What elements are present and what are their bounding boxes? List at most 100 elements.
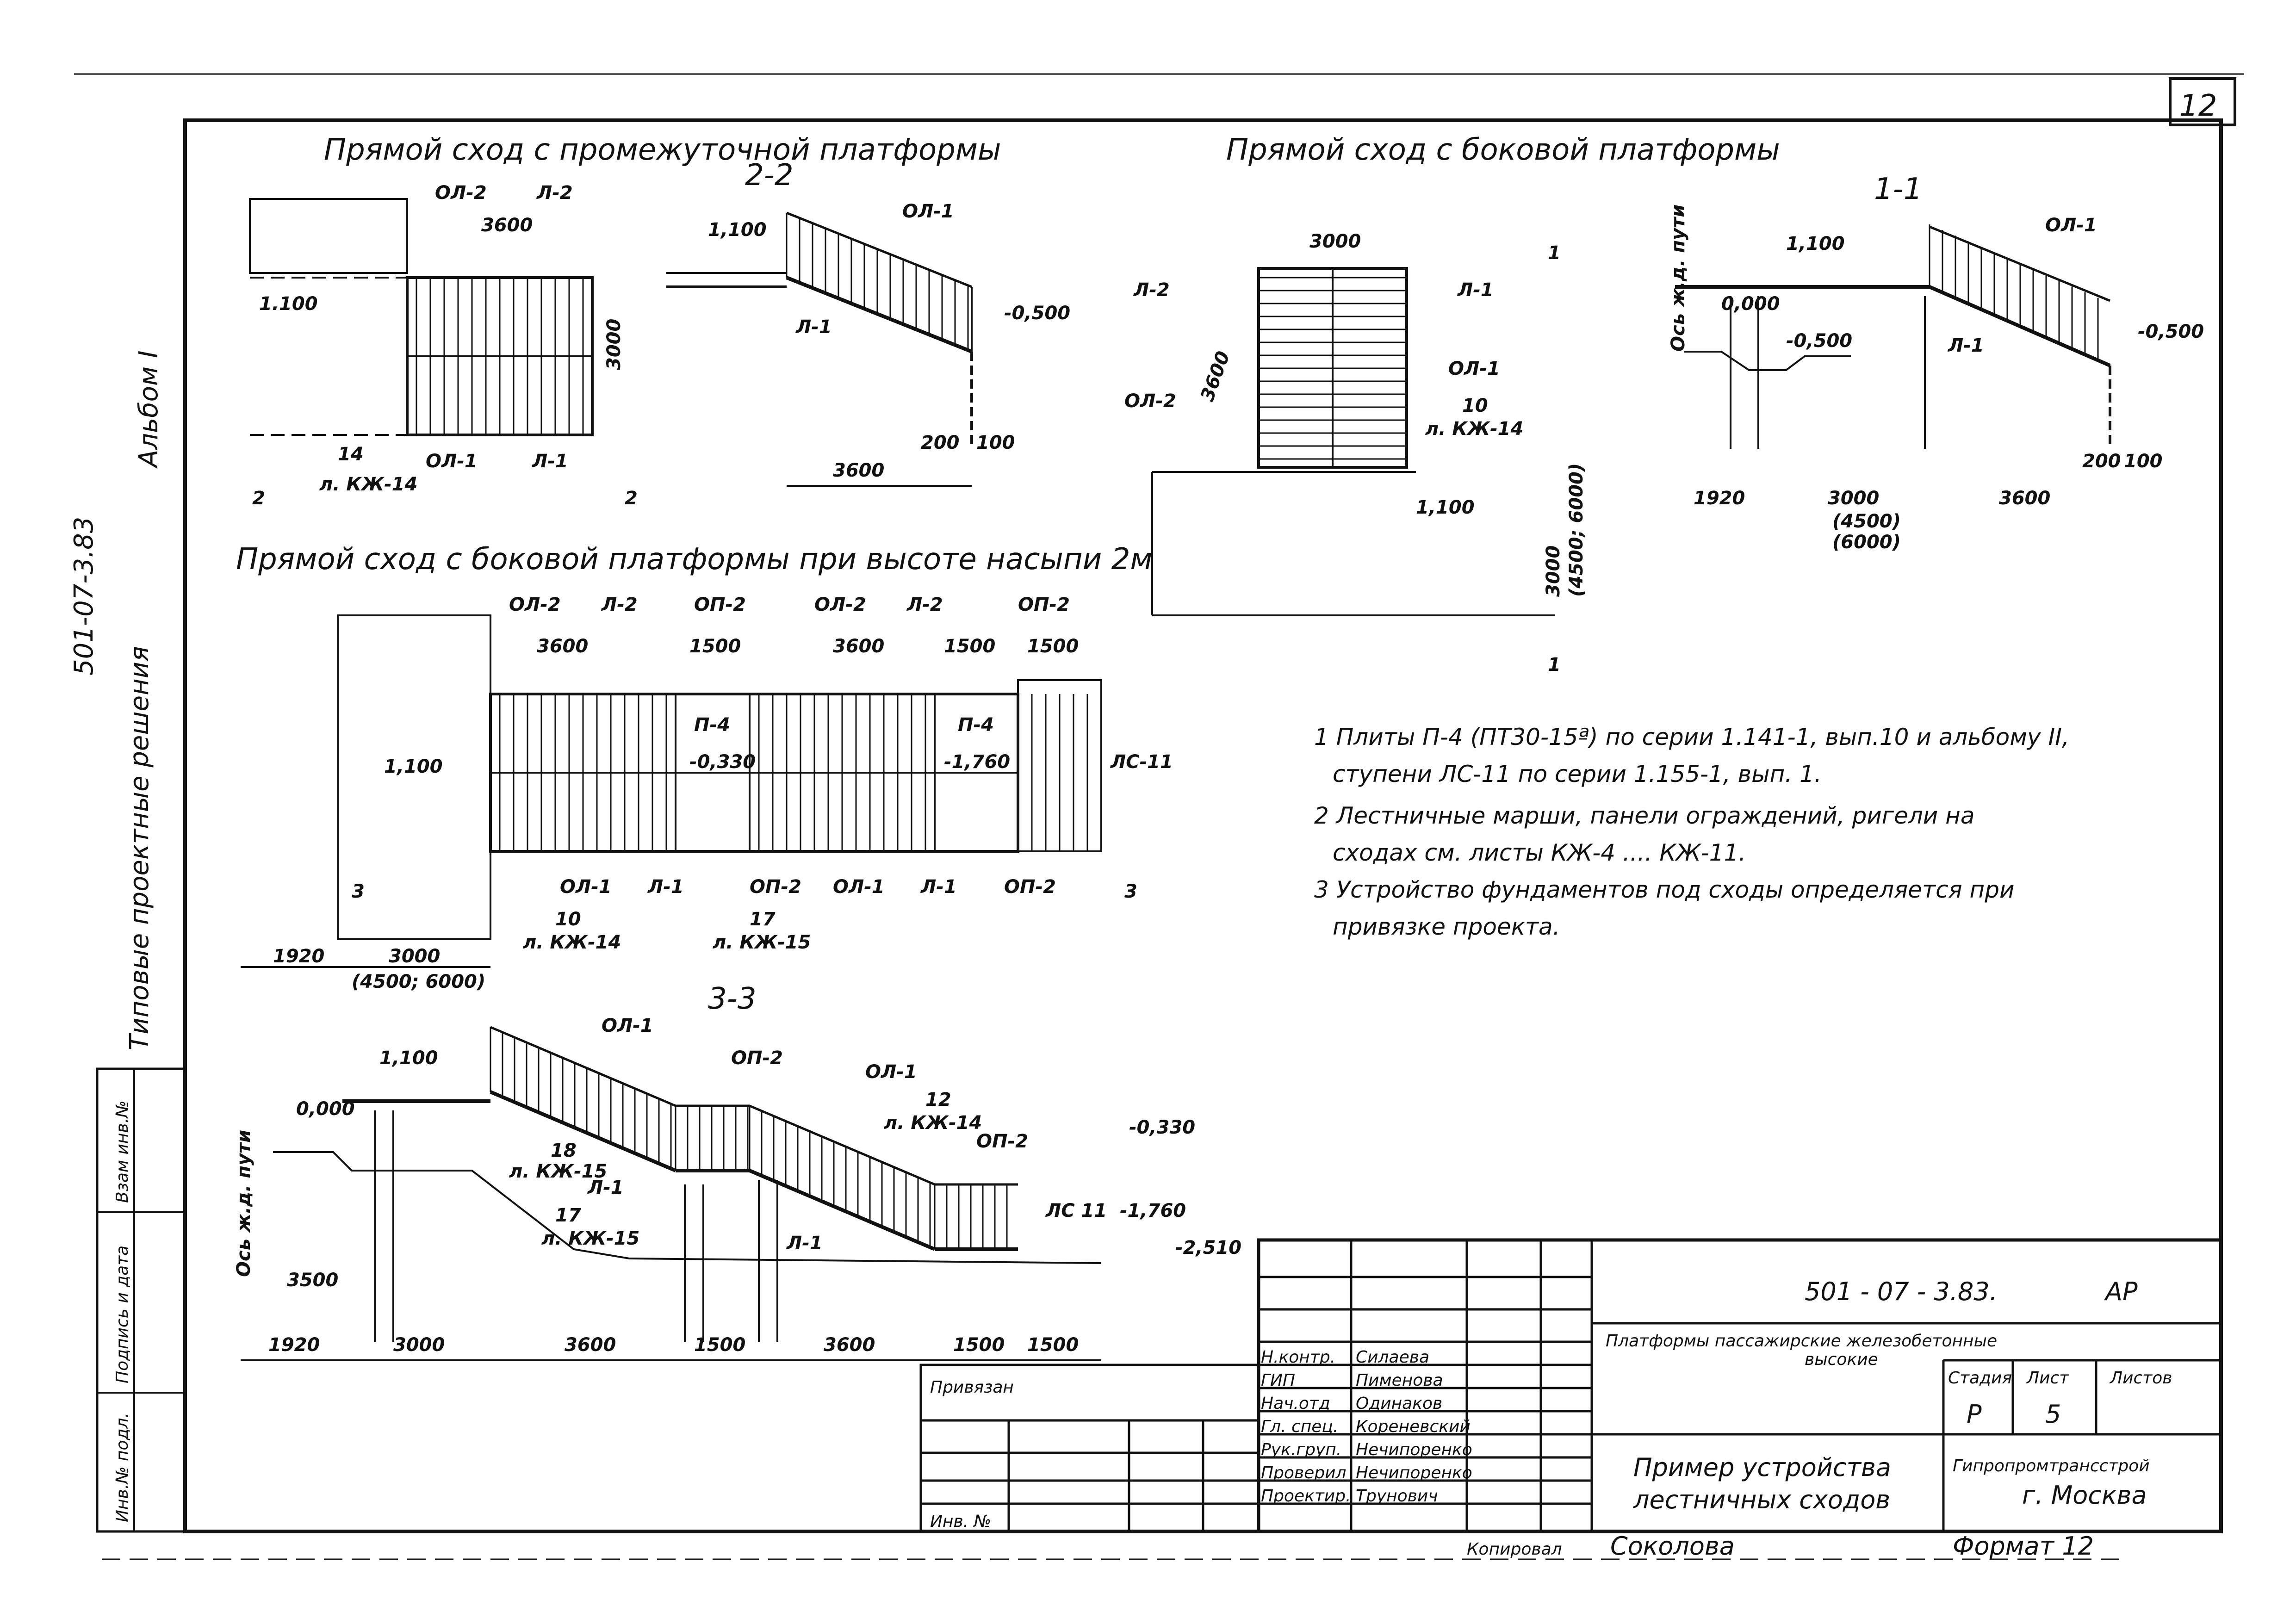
vb-l26: 3600: [1999, 488, 2050, 509]
tb-mark: АР: [2104, 1277, 2138, 1306]
stamp-cell-2: Подпись и дата: [113, 1246, 132, 1383]
vb-l12: 1: [1548, 654, 1561, 676]
vb-l0: 3000: [1309, 231, 1361, 252]
vd-l10: л. КЖ-15: [509, 1161, 607, 1182]
vc-l17: 3: [352, 881, 365, 902]
view-a-section: [666, 211, 973, 487]
vb-l18: ОЛ-1: [2045, 215, 2097, 236]
vd-l18: 3500: [287, 1270, 338, 1291]
vb-l1: Л-2: [1133, 279, 1170, 301]
tb-sheet-header: Лист: [2026, 1369, 2069, 1388]
vb-l22: 1920: [1694, 488, 1745, 509]
side-album: Альбом I: [134, 351, 164, 469]
vd-l13: л. КЖ-15: [541, 1228, 639, 1249]
view-a-section-label: 2-2: [745, 158, 794, 192]
vc-l12: П-4: [958, 714, 994, 736]
tb-sheet: 5: [2045, 1400, 2061, 1429]
va-l2: 3600: [481, 215, 533, 236]
vb-l19: -0,500: [2138, 321, 2204, 342]
sheet-number: 12: [2179, 89, 2217, 123]
tb-name-3: Кореневский: [1356, 1417, 1471, 1436]
view-c-stair-rungs: [499, 694, 1088, 851]
vd-l2: ОП-2: [731, 1048, 783, 1069]
vc-l8: 3600: [833, 636, 884, 657]
vb-l20: 200: [2082, 451, 2121, 472]
vd-l12: 17: [555, 1205, 581, 1226]
vd-l19: Ось ж.д. пути: [233, 1130, 254, 1277]
vc-l16: ЛС-11: [1110, 751, 1173, 773]
vb-l17: Л-1: [1948, 335, 1984, 356]
vb-l7: 10: [1462, 395, 1488, 416]
vc-l6: 3600: [537, 636, 588, 657]
tb-name-1: Пименова: [1356, 1371, 1443, 1390]
stamp-cell-1: Взам инв.№: [113, 1100, 132, 1203]
notes-block: 1 Плиты П-4 (ПТ30-15ª) по серии 1.141-1,…: [1314, 724, 2069, 940]
vd-l11: Л-1: [587, 1177, 624, 1198]
vd-l22: 3600: [565, 1334, 616, 1356]
vb-l25: (6000): [1832, 532, 1901, 553]
vd-l23: 1500: [694, 1334, 745, 1356]
vd-l1: ОЛ-1: [602, 1015, 653, 1036]
va-l12: ОЛ-1: [902, 201, 954, 222]
tb-privyazan: Привязан: [930, 1378, 1014, 1397]
vb-l16: -0,500: [1786, 330, 1852, 352]
vc-l15: -1,760: [944, 751, 1010, 773]
note-line-4: сходах см. листы КЖ-4 .... КЖ-11.: [1333, 839, 1746, 866]
vb-l5: ОЛ-2: [1124, 391, 1176, 412]
view-b-railing: [1929, 224, 2099, 360]
vb-l2: Л-1: [1457, 279, 1494, 301]
note-line-6: привязке проекта.: [1333, 913, 1560, 940]
vc-l26: л. КЖ-14: [523, 932, 621, 953]
view-a-stair-rungs: [416, 278, 584, 435]
vd-l9: 18: [551, 1140, 577, 1161]
stamp-cell-3: Инв.№ подл.: [113, 1413, 132, 1522]
va-l11: 1,100: [708, 219, 767, 241]
note-line-1: 1 Плиты П-4 (ПТ30-15ª) по серии 1.141-1,…: [1314, 724, 2069, 750]
tb-name-6: Трунович: [1356, 1487, 1438, 1506]
tb-format: Формат 12: [1953, 1531, 2094, 1561]
vb-l6: ОЛ-1: [1448, 358, 1500, 379]
vd-l5: 12: [925, 1089, 951, 1110]
vb-l9: 1,100: [1416, 497, 1475, 518]
vc-l4: Л-2: [906, 594, 943, 615]
view-b-section-label: 1-1: [1874, 172, 1923, 206]
side-title: Типовые проектные решения: [124, 646, 155, 1050]
vb-l13: Ось ж.д. пути: [1668, 205, 1689, 352]
tb-sheets-header: Листов: [2109, 1369, 2172, 1388]
vd-l3: ОЛ-1: [865, 1061, 917, 1083]
view-d-section: [241, 1026, 1102, 1361]
vc-l27: 17: [750, 909, 776, 930]
vc-l18: 3: [1124, 881, 1137, 902]
vb-l8: л. КЖ-14: [1425, 418, 1523, 440]
title-block-grid: [919, 1238, 2223, 1533]
vd-l24: 3600: [824, 1334, 875, 1356]
vc-l23: Л-1: [920, 876, 957, 898]
va-l10: 2: [625, 488, 638, 509]
vb-l3: 1: [1548, 242, 1561, 264]
tb-copied-label: Копировал: [1467, 1540, 1562, 1559]
tb-role-2: Нач.отд: [1261, 1394, 1330, 1413]
vc-l0: ОЛ-2: [509, 594, 561, 615]
note-line-5: 3 Устройство фундаментов под сходы опред…: [1314, 876, 2014, 903]
vc-l24: ОП-2: [1004, 876, 1056, 898]
va-l14: -0,500: [1004, 303, 1070, 324]
vc-l14: -0,330: [689, 751, 756, 773]
vd-l17: -2,510: [1175, 1237, 1241, 1258]
vc-l2: ОП-2: [694, 594, 746, 615]
vc-l19: ОЛ-1: [560, 876, 612, 898]
vc-l22: ОЛ-1: [833, 876, 885, 898]
va-l16: 100: [976, 432, 1015, 453]
vc-l9: 1500: [944, 636, 995, 657]
vd-l21: 3000: [393, 1334, 445, 1356]
vc-l29: 1920: [273, 946, 324, 967]
vc-l5: ОП-2: [1018, 594, 1070, 615]
vd-l15: -1,760: [1120, 1200, 1186, 1221]
tb-role-1: ГИП: [1261, 1371, 1295, 1390]
view-b-plan: [1151, 267, 1555, 616]
tb-code: 501 - 07 - 3.83.: [1805, 1277, 1998, 1306]
va-l8: Л-1: [532, 451, 568, 472]
vc-l21: ОП-2: [750, 876, 801, 898]
va-l17: 3600: [833, 460, 884, 481]
vc-l30: 3000: [389, 946, 440, 967]
tb-stage: Р: [1967, 1400, 1982, 1429]
